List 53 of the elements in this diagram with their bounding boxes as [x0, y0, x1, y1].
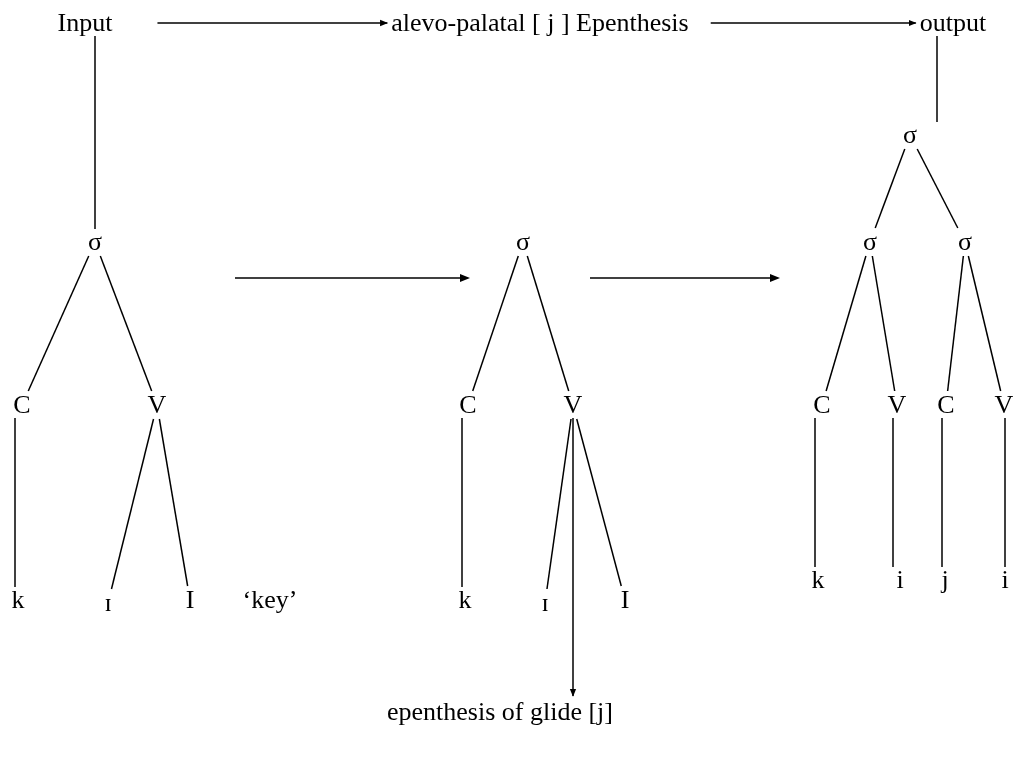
node-label: V: [887, 392, 907, 418]
tree-line: [461, 417, 463, 588]
arrow: [710, 19, 917, 27]
tree-line: [874, 148, 906, 229]
tree-line: [526, 255, 570, 392]
node-label: V: [994, 392, 1014, 418]
node-label: alevo-palatal [ j ] Epenthesis: [391, 10, 689, 36]
tree-line: [110, 418, 155, 590]
tree-line: [936, 35, 938, 123]
node-label: C: [813, 392, 831, 418]
node-label: k: [458, 587, 472, 613]
node-label: C: [937, 392, 955, 418]
tree-line: [916, 148, 959, 229]
node-label: σ: [903, 122, 917, 148]
tree-line: [871, 255, 896, 392]
node-label: output: [919, 10, 987, 36]
tree-line: [27, 255, 90, 392]
tree-line: [576, 418, 622, 587]
node-label: σ: [863, 229, 877, 255]
tree-line: [1004, 417, 1006, 568]
tree-line: [471, 255, 520, 392]
tree-line: [825, 255, 867, 392]
node-label: i: [1001, 567, 1009, 593]
tree-line: [967, 255, 1002, 392]
node-label: σ: [88, 229, 102, 255]
node-label: ɪ: [104, 590, 112, 616]
gloss-label: ‘key’: [242, 587, 298, 613]
node-label: σ: [516, 229, 530, 255]
node-label: k: [811, 567, 825, 593]
node-label: epenthesis of glide [j]: [387, 699, 613, 725]
node-label: V: [563, 392, 583, 418]
tree-line: [158, 418, 189, 587]
tree-line: [941, 417, 943, 568]
node-label: V: [147, 392, 167, 418]
tree-line: [814, 417, 816, 568]
node-label: j: [941, 567, 949, 593]
node-label: k: [11, 587, 25, 613]
node-label: ɪ: [541, 590, 549, 616]
tree-line: [94, 35, 96, 230]
node-label: C: [13, 392, 31, 418]
node-label: σ: [958, 229, 972, 255]
tree-line: [946, 255, 965, 392]
node-label: I: [185, 587, 195, 613]
tree-line: [546, 418, 572, 590]
tree-line: [99, 255, 153, 392]
arrow: [569, 417, 577, 697]
arrow: [156, 19, 389, 27]
tree-line: [892, 417, 894, 568]
node-label: I: [620, 587, 630, 613]
node-label: i: [896, 567, 904, 593]
node-label: Input: [57, 10, 113, 36]
node-label: C: [459, 392, 477, 418]
tree-line: [14, 417, 16, 588]
